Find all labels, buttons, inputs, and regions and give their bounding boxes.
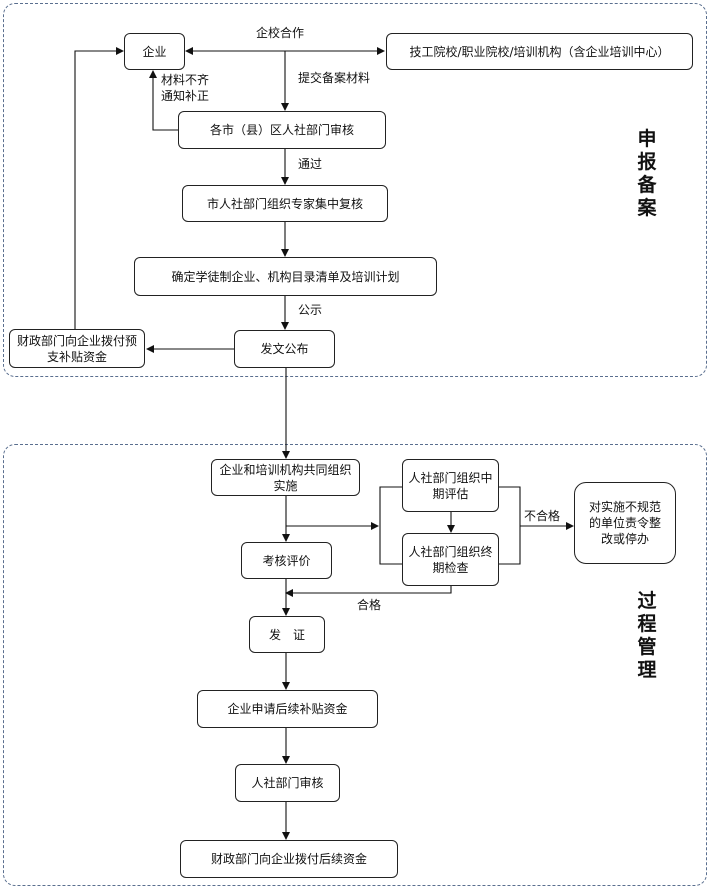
- finance-followup-box: 财政部门向企业拨付后续资金: [180, 840, 398, 878]
- hr-review-box: 人社部门审核: [235, 764, 340, 802]
- publish-box: 发文公布: [234, 330, 335, 368]
- declare-section: [3, 3, 707, 377]
- county-review-box: 各市（县）区人社部门审核: [178, 111, 386, 149]
- label-cooperation: 企校合作: [256, 26, 305, 40]
- process-section: [3, 444, 707, 886]
- label-incomplete-2: 通知补正: [161, 89, 210, 103]
- label-fail: 不合格: [524, 509, 561, 523]
- label-incomplete-1: 材料不齐: [161, 73, 210, 87]
- implement-box: 企业和培训机构共同组织实施: [211, 459, 360, 496]
- section-title-declare: 申报备案: [637, 128, 657, 219]
- label-announce: 公示: [298, 303, 323, 317]
- schools-box: 技工院校/职业院校/培训机构（含企业培训中心）: [386, 33, 693, 70]
- apply-followup-box: 企业申请后续补贴资金: [197, 690, 378, 728]
- label-qualified: 合格: [357, 598, 382, 612]
- label-pass: 通过: [298, 157, 323, 171]
- mid-eval-box: 人社部门组织中期评估: [402, 459, 499, 512]
- confirm-list-box: 确定学徒制企业、机构目录清单及培训计划: [134, 257, 437, 296]
- rectify-box: 对实施不规范的单位责令整改或停办: [574, 482, 676, 564]
- enterprise-box: 企业: [124, 33, 185, 70]
- label-submit: 提交备案材料: [298, 71, 371, 85]
- final-check-box: 人社部门组织终期检查: [402, 533, 499, 586]
- section-title-process: 过程管理: [637, 590, 657, 681]
- assess-box: 考核评价: [241, 542, 332, 579]
- finance-prepay-box: 财政部门向企业拨付预支补贴资金: [9, 329, 145, 368]
- certify-box: 发 证: [249, 616, 325, 653]
- city-review-box: 市人社部门组织专家集中复核: [182, 185, 388, 222]
